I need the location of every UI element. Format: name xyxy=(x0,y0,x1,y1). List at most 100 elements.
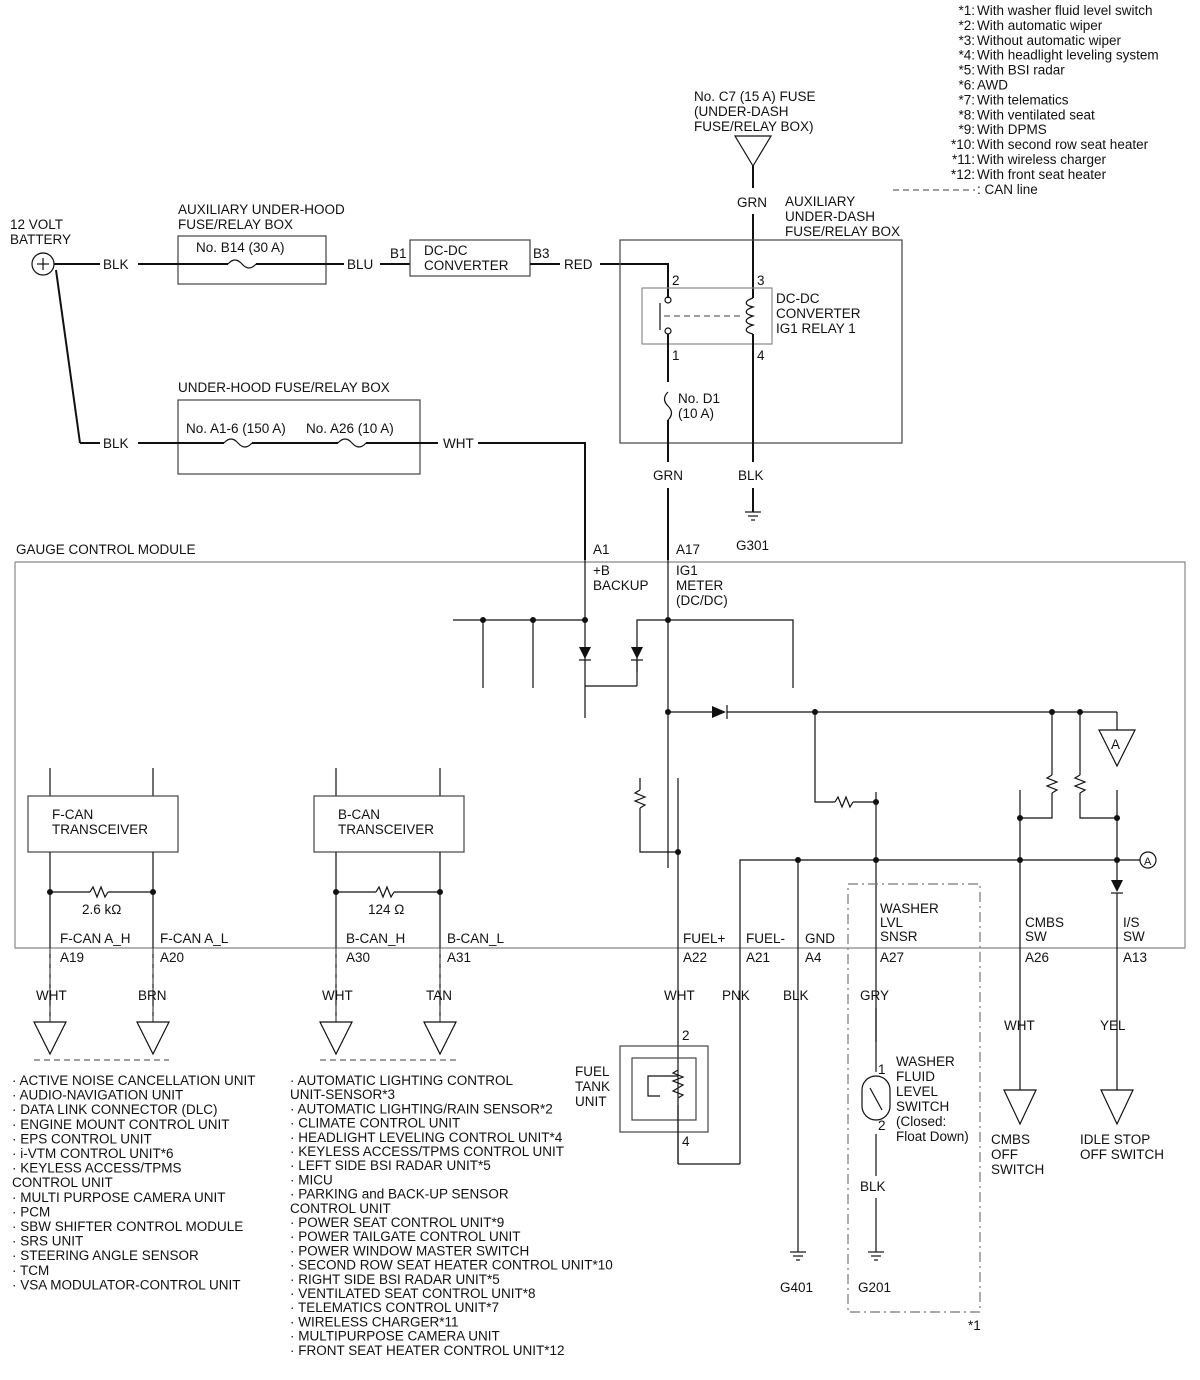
fcan-l-connector xyxy=(136,1021,170,1056)
wire-blu: BLU xyxy=(347,257,373,272)
wire-yel-is: YEL xyxy=(1100,1018,1126,1033)
pin-number-a26: A26 xyxy=(1025,950,1049,965)
fcan-unit-item: · SRS UNIT xyxy=(12,1234,83,1249)
ground-g301-label: G301 xyxy=(736,538,769,553)
washer-switch-label-4: SWITCH xyxy=(896,1099,949,1114)
pin-a26-name-line1: CMBS xyxy=(1025,915,1064,930)
pin-b3: B3 xyxy=(533,246,550,261)
wire-red: RED xyxy=(564,257,593,272)
wire-wht-fcan-h: WHT xyxy=(36,988,67,1003)
pin-a13-name-line2: SW xyxy=(1123,929,1145,944)
pin-a27-name-line1: WASHER xyxy=(880,901,939,916)
fuse-a16-symbol xyxy=(223,438,253,448)
fcan-termination-value: 2.6 kΩ xyxy=(82,902,121,917)
underhood-box-label: UNDER-HOOD FUSE/RELAY BOX xyxy=(178,380,390,395)
cmbs-off-label-1: CMBS xyxy=(991,1132,1030,1147)
fcan-unit-list: · ACTIVE NOISE CANCELLATION UNIT· AUDIO-… xyxy=(12,1073,256,1292)
wire-blk-underhood: BLK xyxy=(103,436,129,451)
washer-option-frame xyxy=(847,883,981,1313)
fcan-h-connector xyxy=(33,1021,67,1056)
resistor-is-pullup xyxy=(1073,774,1087,794)
fuel-tank-label-2: TANK xyxy=(575,1079,610,1094)
fcan-unit-item: · EPS CONTROL UNIT xyxy=(12,1131,152,1146)
pin-a27-name-line2: LVL xyxy=(880,915,904,930)
aux-underdash-label-1: AUXILIARY xyxy=(785,194,855,209)
legend-mark-3: *3: xyxy=(958,33,975,48)
legend-mark-5: *5: xyxy=(958,63,975,78)
underhood-fuse-box xyxy=(177,399,421,475)
legend-text-13: : CAN line xyxy=(977,182,1038,197)
bcan-unit-item: · AUTOMATIC LIGHTING CONTROL xyxy=(290,1073,514,1088)
bcan-unit-item: · POWER WINDOW MASTER SWITCH xyxy=(290,1243,529,1258)
relay-label-2: CONVERTER xyxy=(776,306,861,321)
aux-underhood-fuse-box xyxy=(177,235,327,285)
bcan-unit-item: · POWER SEAT CONTROL UNIT*9 xyxy=(290,1215,504,1230)
fcan-unit-item: · STEERING ANGLE SENSOR xyxy=(12,1248,199,1263)
washer-switch-label-6: Float Down) xyxy=(896,1129,969,1144)
pin-a13-name-line1: I/S xyxy=(1123,915,1140,930)
fcan-transceiver-label-2: TRANSCEIVER xyxy=(52,822,148,837)
fcan-unit-item: · TCM xyxy=(12,1263,49,1278)
washer-switch-label-2: FLUID xyxy=(896,1069,935,1084)
cmbs-off-label-3: SWITCH xyxy=(991,1162,1044,1177)
pin-a17-label-2: METER xyxy=(676,578,724,593)
legend-text-1: With washer fluid level switch xyxy=(977,3,1153,18)
diode-ig1 xyxy=(631,647,643,659)
fuel-tank-label-1: FUEL xyxy=(575,1064,610,1079)
legend-text-11: With wireless charger xyxy=(977,152,1107,167)
wire-wht-backup: WHT xyxy=(443,436,474,451)
wire-wht-bcan-h: WHT xyxy=(322,988,353,1003)
bcan-transceiver-label-1: B-CAN xyxy=(338,807,380,822)
fcan-unit-item: · AUDIO-NAVIGATION UNIT xyxy=(12,1088,183,1103)
gcm-title: GAUGE CONTROL MODULE xyxy=(16,542,196,557)
fuel-tank-unit: WHT PNK 2 4 FUEL TANK UNIT xyxy=(575,988,750,1165)
power-supply: 12 VOLT BATTERY AUXILIARY UNDER-HOOD FUS… xyxy=(10,89,903,560)
wire-wht-fuel: WHT xyxy=(664,988,695,1003)
bcan-unit-item: · AUTOMATIC LIGHTING/RAIN SENSOR*2 xyxy=(290,1101,553,1116)
bcan-h-connector xyxy=(319,1021,353,1056)
connector-a-upper xyxy=(1098,729,1136,768)
resistor-washer-pullup xyxy=(834,795,854,809)
ground-g201-label: G201 xyxy=(858,1280,891,1295)
relay-coil-symbol xyxy=(745,297,756,335)
fuse-c7-label-3: FUSE/RELAY BOX) xyxy=(694,119,814,134)
bcan-unit-item: · PARKING and BACK-UP SENSOR xyxy=(290,1187,509,1202)
diode-is xyxy=(1111,880,1123,892)
wire-blk-g301: BLK xyxy=(738,468,764,483)
relay-pin-1: 1 xyxy=(672,348,680,363)
bcan-unit-item: · FRONT SEAT HEATER CONTROL UNIT*12 xyxy=(290,1343,565,1358)
bcan-unit-item: · SECOND ROW SEAT HEATER CONTROL UNIT*10 xyxy=(290,1258,613,1273)
pin-name-a21: FUEL- xyxy=(746,931,785,946)
legend-mark-10: *10: xyxy=(951,137,975,152)
bcan-unit-item: · MULTIPURPOSE CAMERA UNIT xyxy=(290,1329,500,1344)
idle-stop-label-2: OFF SWITCH xyxy=(1080,1147,1164,1162)
bcan-transceiver-label-2: TRANSCEIVER xyxy=(338,822,434,837)
pin-number-a19: A19 xyxy=(60,950,84,965)
legend-mark-12: *12: xyxy=(951,167,975,182)
aux-underdash-label-3: FUSE/RELAY BOX xyxy=(785,224,900,239)
pin-a1-label-2: BACKUP xyxy=(593,578,649,593)
battery-label-1: 12 VOLT xyxy=(10,217,63,232)
wire-tan-bcan-l: TAN xyxy=(426,988,452,1003)
legend-text-6: AWD xyxy=(977,78,1008,93)
fcan-unit-item: · i-VTM CONTROL UNIT*6 xyxy=(12,1146,174,1161)
fuel-pin-4: 4 xyxy=(682,1134,690,1149)
legend-mark-2: *2: xyxy=(958,18,975,33)
fuel-tank-unit-box xyxy=(619,1045,709,1133)
bcan-unit-item: · KEYLESS ACCESS/TPMS CONTROL UNIT xyxy=(290,1144,564,1159)
bcan-unit-item: · POWER TAILGATE CONTROL UNIT xyxy=(290,1229,521,1244)
pin-a27-name-line3: SNSR xyxy=(880,929,918,944)
pin-a1: A1 xyxy=(593,542,610,557)
pin-b1: B1 xyxy=(390,246,407,261)
legend-text-2: With automatic wiper xyxy=(977,18,1103,33)
pin-a26-name-line2: SW xyxy=(1025,929,1047,944)
bcan-unit-item: · RIGHT SIDE BSI RADAR UNIT*5 xyxy=(290,1272,500,1287)
washer-switch-pin-1: 1 xyxy=(878,1062,886,1077)
gauge-control-module: GAUGE CONTROL MODULE A1 +B BACKUP A17 IG… xyxy=(14,542,1186,1252)
fuse-c7-label-1: No. C7 (15 A) FUSE xyxy=(694,89,816,104)
fuse-a16-label: No. A1-6 (150 A) xyxy=(186,421,286,436)
bcan-unit-item: CONTROL UNIT xyxy=(290,1201,391,1216)
aux-underdash-fuse-box xyxy=(619,239,903,444)
resistor-fuel-pullup xyxy=(633,789,647,809)
